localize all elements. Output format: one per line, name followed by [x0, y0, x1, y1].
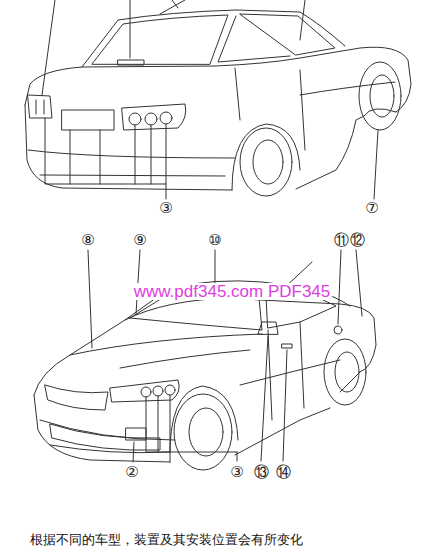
callout-number: ⑫	[350, 233, 365, 248]
side-mirror	[258, 322, 278, 334]
tail-light	[28, 95, 52, 118]
leader-line	[88, 250, 362, 462]
car-lower-body	[25, 105, 396, 190]
headlight-lamp	[153, 386, 163, 396]
high-stop-lamp	[118, 60, 144, 65]
rear-wheel-rim	[253, 140, 283, 184]
rear-window	[92, 15, 228, 64]
car-roof	[82, 10, 345, 67]
tail-lamp	[160, 112, 172, 124]
door-lines	[235, 68, 395, 150]
callout-number: ⑨	[133, 233, 146, 248]
side-window	[218, 14, 335, 62]
callout-number: ⑬	[254, 465, 269, 480]
callout-number: ③	[230, 465, 243, 480]
headlight	[110, 380, 179, 402]
rear-wheel-rim	[335, 352, 359, 392]
callout-number: ⑩	[208, 233, 221, 248]
callout-number: ③	[159, 201, 172, 216]
front-wheel-rim	[189, 408, 223, 456]
car-lower-body	[34, 372, 360, 462]
car-body	[25, 47, 411, 112]
tail-lamp	[145, 113, 157, 125]
door-handle	[282, 344, 292, 348]
rear-view-car	[25, 0, 411, 199]
callout-number: ⑦	[365, 201, 378, 216]
tail-light	[122, 104, 186, 130]
rear-wheel	[324, 339, 366, 405]
wheel-arch	[232, 124, 300, 190]
door-lines	[240, 322, 340, 420]
front-wheel-rim	[370, 75, 394, 117]
wheel-arch	[170, 386, 238, 462]
front-wheel	[174, 394, 232, 470]
headlight-lamp	[165, 385, 175, 395]
license-plate	[62, 110, 114, 130]
callout-number: ⑭	[276, 465, 291, 480]
tail-lamp	[129, 113, 141, 125]
rear-bumper	[28, 150, 235, 176]
fuel-lid	[334, 326, 342, 334]
watermark: www.pdf345.com PDF345	[132, 283, 333, 300]
callout-number: ②	[125, 465, 138, 480]
grille	[45, 385, 160, 450]
callout-number: ⑪	[334, 233, 349, 248]
fog-light	[126, 428, 146, 440]
hood	[70, 334, 262, 368]
front-view-car	[34, 250, 376, 470]
antenna	[160, 0, 185, 14]
caption-note: 根据不同的车型，装置及其安装位置会有所变化	[30, 534, 303, 547]
rear-wheel	[240, 128, 292, 196]
callout-number: ⑧	[81, 233, 94, 248]
leader-line	[42, 0, 378, 199]
headlight-lamp	[141, 387, 151, 397]
front-wheel	[359, 62, 401, 130]
